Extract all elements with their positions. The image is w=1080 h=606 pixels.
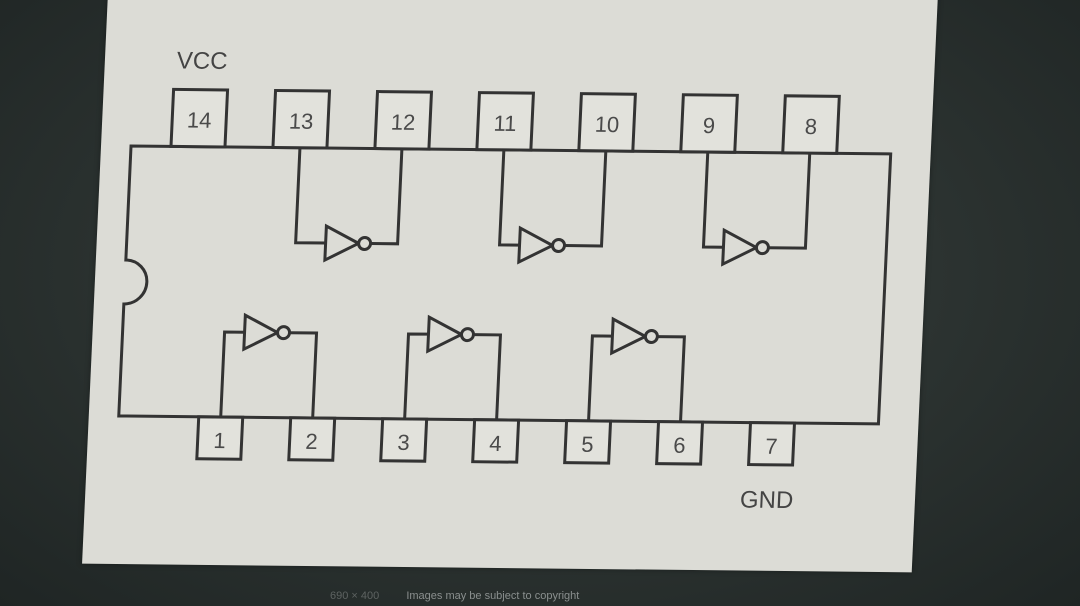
bottom-pin-row: 1 2 3 4 5 6 7 xyxy=(195,415,797,467)
inverter-gate-5-6 xyxy=(587,316,686,422)
chip-body xyxy=(117,144,893,426)
pin-6-label: 6 xyxy=(673,433,686,458)
pin-10-label: 10 xyxy=(594,112,620,137)
inverter-bubble xyxy=(276,325,292,341)
pin-13-label: 13 xyxy=(288,109,314,134)
inverter-gate-13-12 xyxy=(294,147,404,263)
pin-11-label: 11 xyxy=(493,111,517,136)
inverter-bubble xyxy=(357,235,373,251)
inverter-bubble xyxy=(754,240,770,256)
image-footer: 690 × 400 Images may be subject to copyr… xyxy=(330,590,750,606)
inverter-gate-11-10 xyxy=(497,149,608,265)
gnd-label: GND xyxy=(739,487,794,515)
top-pin-row: 14 13 12 11 10 9 8 xyxy=(169,87,841,155)
inverter-gate-1-2 xyxy=(219,312,319,419)
pin-9-label: 9 xyxy=(702,113,715,138)
pin-8-label: 8 xyxy=(804,114,817,139)
pin-14-label: 14 xyxy=(186,108,212,133)
pin-14 xyxy=(169,87,230,149)
diagram-image: 14 13 12 11 10 9 8 1 2 3 4 5 6 7 xyxy=(82,0,938,573)
bottom-inverter-gates xyxy=(219,312,686,422)
vcc-label: VCC xyxy=(176,47,228,75)
ic-pinout-diagram: 14 13 12 11 10 9 8 1 2 3 4 5 6 7 xyxy=(117,47,893,515)
top-inverter-gates xyxy=(294,147,812,267)
copyright-notice: Images may be subject to copyright xyxy=(406,590,580,602)
pin-3-label: 3 xyxy=(397,430,410,455)
pin-12-label: 12 xyxy=(390,110,416,135)
inverter-bubble xyxy=(459,327,475,343)
pin-7-label: 7 xyxy=(765,434,778,459)
image-size-text: 690 × 400 xyxy=(330,590,380,602)
pin-7 xyxy=(747,421,797,467)
inverter-bubble xyxy=(551,237,567,253)
inverter-gate-3-4 xyxy=(403,314,503,420)
inverter-bubble xyxy=(643,329,659,345)
inverter-gate-9-8 xyxy=(701,152,812,267)
pin-2-label: 2 xyxy=(305,429,318,454)
pin-4-label: 4 xyxy=(489,431,502,456)
pin-5-label: 5 xyxy=(581,432,594,457)
pin-1-label: 1 xyxy=(213,428,226,453)
